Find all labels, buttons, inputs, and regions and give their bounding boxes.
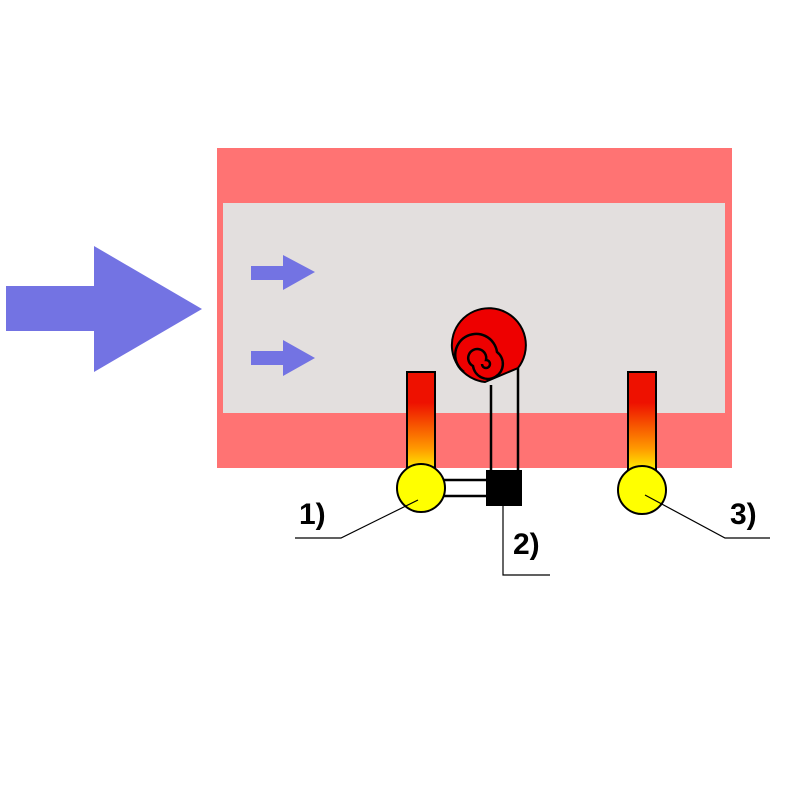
coil-spiral-icon <box>453 332 505 381</box>
flow-arrow-lower-icon <box>251 340 315 376</box>
thermometer-1-bulb <box>396 463 446 513</box>
heater-coil <box>450 307 527 470</box>
duct <box>217 148 732 468</box>
label-1: 1) <box>299 498 326 531</box>
inflow-arrow-icon <box>6 246 202 372</box>
flow-arrow-upper-icon <box>251 255 315 290</box>
label-3: 3) <box>730 498 757 531</box>
control-unit <box>444 470 522 506</box>
leader-line-3 <box>644 494 770 539</box>
leader-line-2 <box>502 495 550 576</box>
control-box <box>486 470 522 506</box>
leader-line-1 <box>295 499 419 539</box>
label-2: 2) <box>513 528 540 561</box>
thermometer-3-stem <box>627 371 657 475</box>
thermometer-3 <box>617 371 667 515</box>
thermometer-3-bulb <box>617 465 667 515</box>
thermometer-1 <box>396 371 446 513</box>
thermometer-1-stem <box>406 371 436 475</box>
